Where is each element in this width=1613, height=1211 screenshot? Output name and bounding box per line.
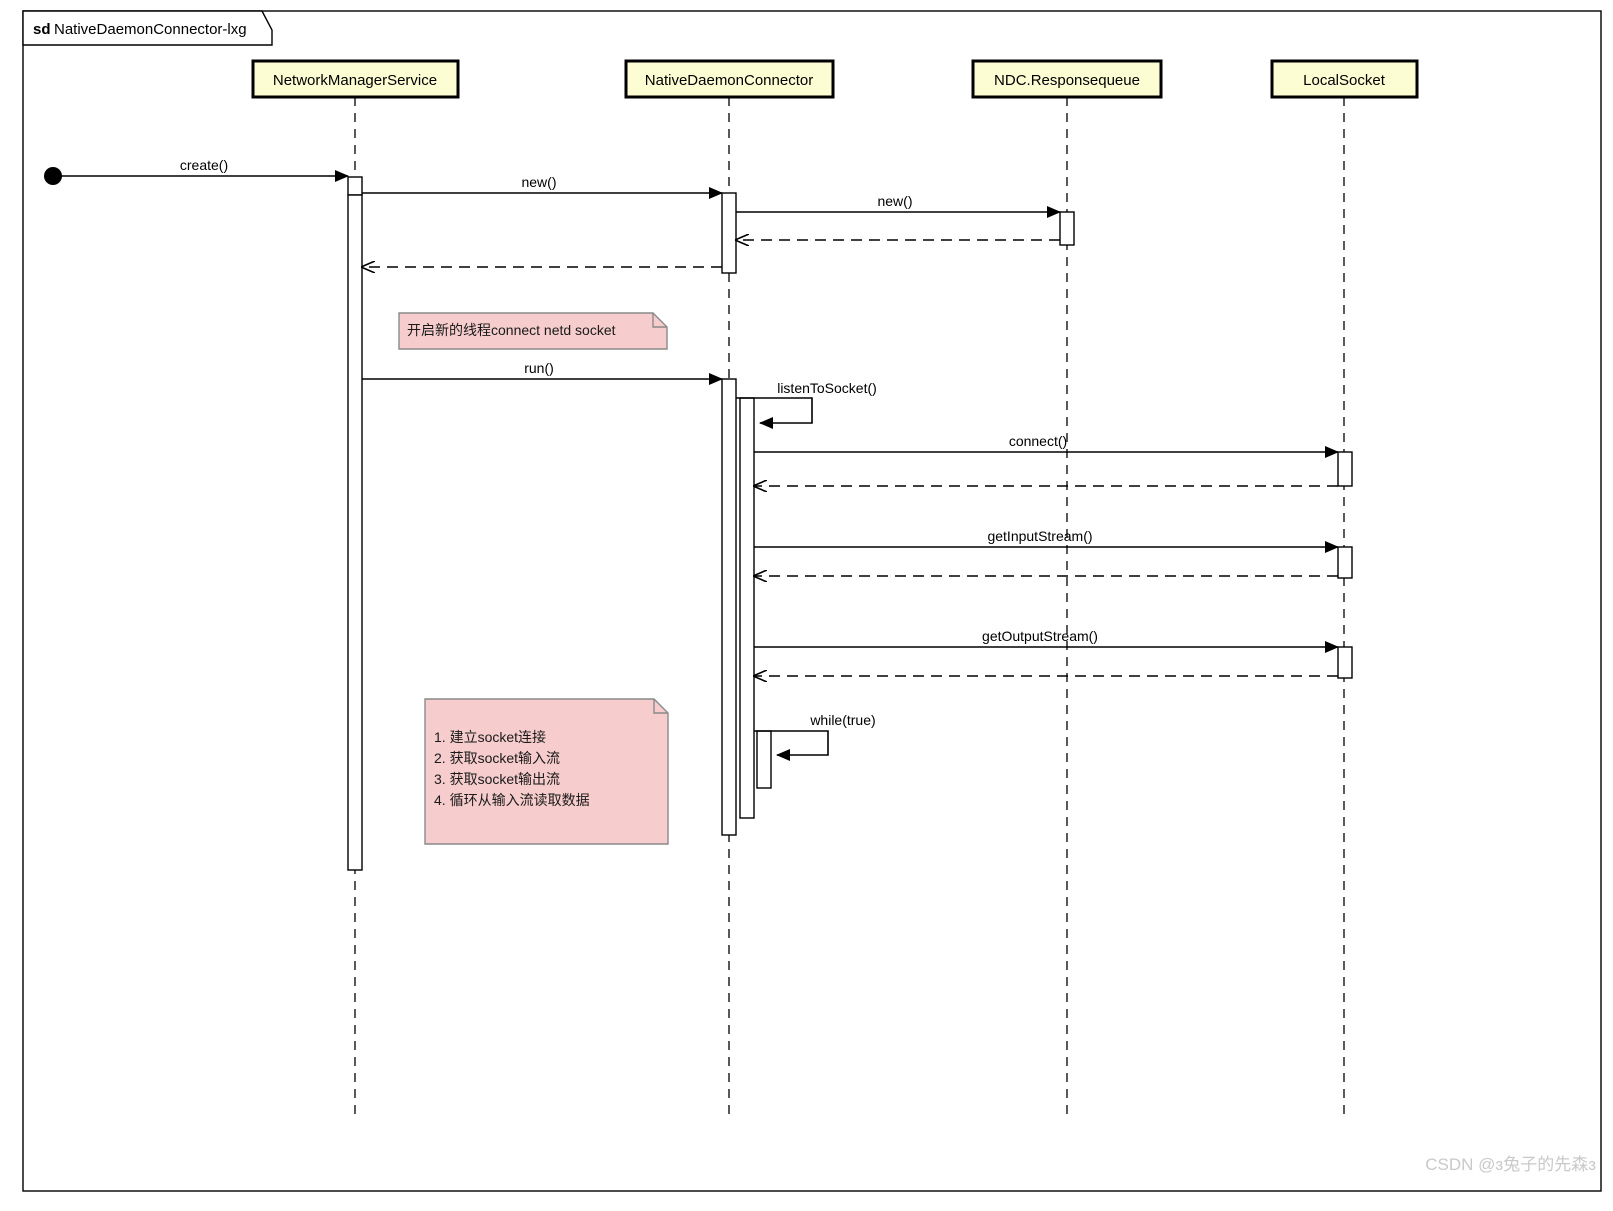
message-label-create: create() bbox=[180, 157, 228, 173]
message-label-new-ndc: new() bbox=[521, 174, 556, 190]
activation-ndc-2 bbox=[721, 378, 737, 836]
lifeline-label-localsocket: LocalSocket bbox=[1303, 72, 1386, 89]
message-connect[interactable]: connect() bbox=[754, 433, 1339, 458]
note-steps-line-2: 2. 获取socket输入流 bbox=[434, 750, 560, 766]
lifeline-head-nms[interactable]: NetworkManagerService bbox=[251, 59, 460, 99]
message-run[interactable]: run() bbox=[362, 360, 723, 385]
message-label-connect: connect() bbox=[1009, 433, 1067, 449]
message-label-new-responsequeue: new() bbox=[877, 193, 912, 209]
lifeline-head-ndc[interactable]: NativeDaemonConnector bbox=[624, 59, 835, 99]
watermark-text: CSDN @ɜ兔子的先森ɜ bbox=[1425, 1155, 1596, 1174]
message-create[interactable]: create() bbox=[53, 157, 349, 182]
lifeline-label-responsequeue: NDC.Responsequeue bbox=[994, 72, 1140, 89]
activation-nms-1 bbox=[347, 176, 363, 196]
lifeline-head-responsequeue[interactable]: NDC.Responsequeue bbox=[971, 59, 1163, 99]
message-label-getinputstream: getInputStream() bbox=[987, 528, 1092, 544]
message-listentosocket[interactable]: listenToSocket() bbox=[736, 380, 877, 429]
activation-bars bbox=[347, 176, 1353, 871]
activation-ndc-3 bbox=[739, 397, 755, 819]
note-thread: 开启新的线程connect netd socket bbox=[398, 312, 668, 350]
activation-ndc-1 bbox=[721, 192, 737, 274]
activation-nms-2 bbox=[347, 194, 363, 871]
lifeline-label-nms: NetworkManagerService bbox=[273, 72, 437, 89]
message-label-getoutputstream: getOutputStream() bbox=[982, 628, 1098, 644]
message-label-run: run() bbox=[524, 360, 554, 376]
message-new-responsequeue[interactable]: new() bbox=[736, 193, 1061, 218]
message-getoutputstream[interactable]: getOutputStream() bbox=[754, 628, 1339, 653]
note-steps: 1. 建立socket连接 2. 获取socket输入流 3. 获取socket… bbox=[424, 698, 669, 845]
note-thread-line-1: 开启新的线程connect netd socket bbox=[407, 322, 616, 338]
message-while-true[interactable]: while(true) bbox=[754, 712, 876, 761]
activation-localsocket-2 bbox=[1337, 546, 1353, 579]
note-steps-line-1: 1. 建立socket连接 bbox=[434, 729, 546, 745]
lifeline-head-localsocket[interactable]: LocalSocket bbox=[1270, 59, 1419, 99]
note-steps-line-4: 4. 循环从输入流读取数据 bbox=[434, 792, 590, 808]
message-getinputstream[interactable]: getInputStream() bbox=[754, 528, 1339, 553]
frame-keyword: sd bbox=[33, 21, 51, 38]
activation-responsequeue-1 bbox=[1059, 211, 1075, 246]
message-label-while-true: while(true) bbox=[809, 712, 875, 728]
message-new-ndc[interactable]: new() bbox=[362, 174, 723, 199]
diagram-frame: sd NativeDaemonConnector-lxg bbox=[22, 10, 1602, 1192]
note-steps-line-3: 3. 获取socket输出流 bbox=[434, 771, 560, 787]
lifeline-label-ndc: NativeDaemonConnector bbox=[645, 72, 813, 89]
message-label-listentosocket: listenToSocket() bbox=[777, 380, 877, 396]
activation-localsocket-1 bbox=[1337, 451, 1353, 487]
frame-name: NativeDaemonConnector-lxg bbox=[54, 21, 247, 38]
activation-ndc-4 bbox=[756, 730, 772, 789]
lifeline-lines bbox=[354, 97, 1345, 1115]
activation-localsocket-3 bbox=[1337, 646, 1353, 679]
